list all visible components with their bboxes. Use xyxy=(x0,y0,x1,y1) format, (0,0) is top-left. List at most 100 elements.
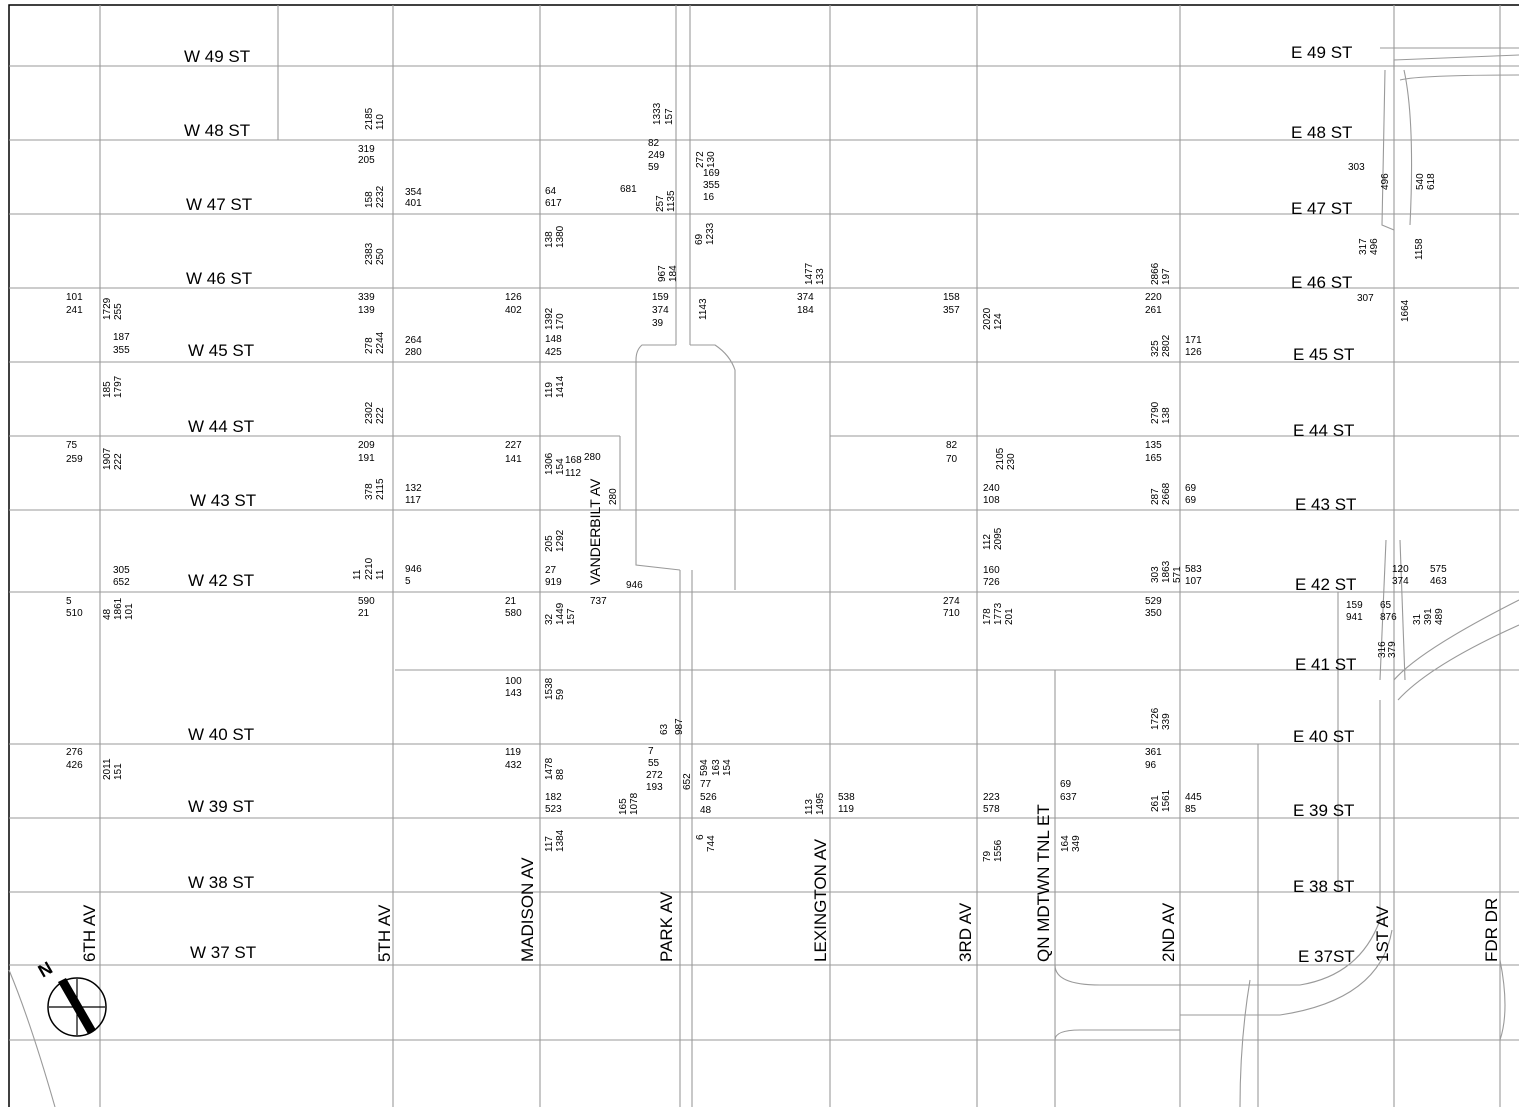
volume-label: 618 xyxy=(1426,173,1437,190)
volume-label: 79 xyxy=(982,850,993,862)
volume-label: 737 xyxy=(590,596,607,607)
volume-label: 250 xyxy=(375,248,386,265)
volume-label: 227 xyxy=(505,440,522,451)
label-e-45-st: E 45 ST xyxy=(1293,345,1354,364)
volume-label: 55 xyxy=(648,758,660,769)
volume-label: 201 xyxy=(1004,608,1015,625)
volume-label: 1561 xyxy=(1161,789,1172,812)
volume-label: 303 xyxy=(1348,162,1365,173)
volume-label: 261 xyxy=(1150,795,1161,812)
volume-label: 6 xyxy=(695,834,706,840)
volume-label: 168 xyxy=(565,455,582,466)
volume-label: 197 xyxy=(1161,268,1172,285)
tunnel-ramp-c xyxy=(1054,1029,1180,1041)
label-e-48-st: E 48 ST xyxy=(1291,123,1352,142)
volume-label: 2020 xyxy=(982,307,993,330)
volume-label: 361 xyxy=(1145,747,1162,758)
volume-label: 426 xyxy=(66,760,83,771)
volume-label: 21 xyxy=(505,596,517,607)
volume-label: 540 xyxy=(1415,173,1426,190)
volume-label: 2185 xyxy=(364,107,375,130)
tunnel-ramp-a xyxy=(1054,700,1381,986)
volume-label: 2383 xyxy=(364,242,375,265)
volume-label: 496 xyxy=(1369,238,1380,255)
volume-label: 164 xyxy=(1060,835,1071,852)
label-3rd-av: 3RD AV xyxy=(956,902,975,962)
volume-label: 325 xyxy=(1150,340,1161,357)
volume-label: 143 xyxy=(505,688,522,699)
volume-label: 261 xyxy=(1145,305,1162,316)
volume-label: 463 xyxy=(1430,576,1447,587)
volume-label: 138 xyxy=(544,231,555,248)
north-arrow: N xyxy=(35,958,107,1037)
label-w-42-st: W 42 ST xyxy=(188,571,254,590)
volume-label: 1664 xyxy=(1400,299,1411,322)
label-w-43-st: W 43 ST xyxy=(190,491,256,510)
volume-label: 617 xyxy=(545,198,562,209)
volume-label: 101 xyxy=(124,603,135,620)
volume-label: 1477 xyxy=(804,262,815,285)
volume-label: 241 xyxy=(66,305,83,316)
volume-label: 70 xyxy=(946,454,958,465)
volume-label: 135 xyxy=(1145,440,1162,451)
volume-label: 117 xyxy=(405,495,421,506)
volume-label: 1797 xyxy=(113,375,124,398)
volume-label: 5 xyxy=(405,576,411,587)
volume-label: 205 xyxy=(544,535,555,552)
volume-label: 510 xyxy=(66,608,83,619)
volume-label: 220 xyxy=(1145,292,1162,303)
volume-label: 159 xyxy=(1346,600,1363,611)
volume-label: 16 xyxy=(703,192,715,203)
volume-label: 2302 xyxy=(364,401,375,424)
volume-label: 160 xyxy=(983,565,1000,576)
volume-label: 2668 xyxy=(1161,482,1172,505)
volume-label: 2790 xyxy=(1150,401,1161,424)
label-madison-av: MADISON AV xyxy=(518,857,537,962)
diagonal-road xyxy=(8,969,56,1107)
volume-label: 69 xyxy=(1185,483,1197,494)
volume-label: 85 xyxy=(1185,804,1197,815)
label-w-37-st: W 37 ST xyxy=(190,943,256,962)
volume-label: 280 xyxy=(405,347,422,358)
volume-label: 276 xyxy=(66,747,83,758)
volume-label: 401 xyxy=(405,198,422,209)
volume-label: 132 xyxy=(405,483,422,494)
volume-label: 946 xyxy=(626,580,643,591)
first-av-ramp-a xyxy=(1381,69,1395,231)
volume-label: 120 xyxy=(1392,564,1409,575)
volume-label: 1158 xyxy=(1414,238,1425,260)
label-park-av: PARK AV xyxy=(657,891,676,962)
label-w-47-st: W 47 ST xyxy=(186,195,252,214)
label-e-41-st: E 41 ST xyxy=(1295,655,1356,674)
volume-label: 193 xyxy=(646,782,663,793)
volume-label: 2244 xyxy=(375,331,386,354)
volume-label: 580 xyxy=(505,608,522,619)
label-lexington-av: LEXINGTON AV xyxy=(811,838,830,962)
label-w-45-st: W 45 ST xyxy=(188,341,254,360)
volume-label: 82 xyxy=(648,138,660,149)
volume-label: 280 xyxy=(608,488,619,505)
label-e-47-st: E 47 ST xyxy=(1291,199,1352,218)
volume-label: 5 xyxy=(66,596,72,607)
volume-label: 594 xyxy=(699,759,710,776)
volume-label: 578 xyxy=(983,804,1000,815)
label-6th-av: 6TH AV xyxy=(80,904,99,962)
volume-label: 2232 xyxy=(375,185,386,208)
volume-label: 445 xyxy=(1185,792,1202,803)
avenue-labels: 6TH AV 5TH AV MADISON AV PARK AV LEXINGT… xyxy=(80,478,1501,962)
volume-label: 69 xyxy=(694,233,705,245)
volume-label: 652 xyxy=(113,577,130,588)
volume-label: 165 xyxy=(618,798,629,815)
volume-label: 163 xyxy=(711,759,722,776)
volume-label: 1538 xyxy=(544,677,555,700)
volume-label: 259 xyxy=(66,454,83,465)
first-av-ramp-b xyxy=(1403,69,1413,226)
volume-label: 11 xyxy=(375,569,386,580)
volume-label: 637 xyxy=(1060,792,1077,803)
volume-label: 169 xyxy=(703,168,720,179)
volume-label: 77 xyxy=(700,779,712,790)
volume-label: 1384 xyxy=(555,829,566,852)
volume-label: 681 xyxy=(620,184,637,195)
volume-label: 526 xyxy=(700,792,717,803)
